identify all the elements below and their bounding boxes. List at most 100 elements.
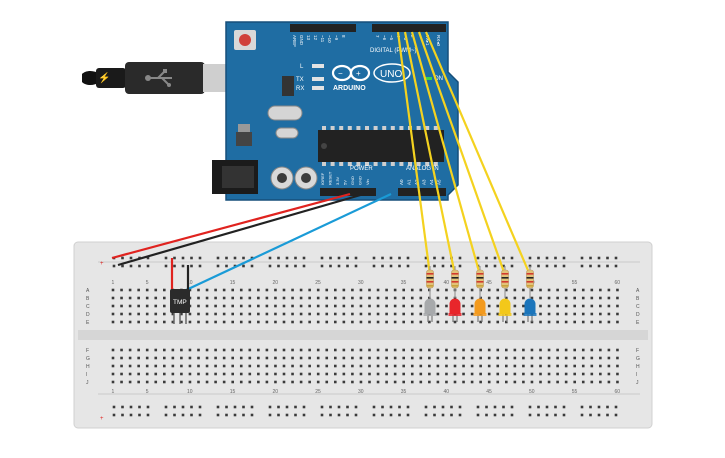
breadboard-hole [564,364,568,368]
breadboard-hole [325,356,329,360]
rail-hole [146,256,150,260]
breadboard-hole [128,364,132,368]
breadboard-hole [154,364,158,368]
rail-hole [146,264,150,268]
resistor[interactable] [426,266,434,298]
breadboard-hole [530,288,534,292]
breadboard-hole [556,364,559,368]
rail-hole [389,256,393,260]
analog-header[interactable] [398,188,446,196]
wire-d7-yellow[interactable] [396,31,432,276]
power-pin-label: GND [350,176,355,185]
wire-d6-yellow[interactable] [403,31,457,276]
breadboard-hole [282,288,286,292]
breadboard-hole [128,372,132,376]
digital-pin-label: 8 [341,35,346,38]
breadboard-hole [291,364,294,368]
digital-header[interactable] [290,24,446,32]
wire-d5-yellow[interactable] [410,31,482,276]
breadboard-hole [573,296,576,300]
power-jack-inner [222,166,254,188]
breadboard-hole [547,296,551,300]
breadboard-hole [385,312,388,316]
wire-d3-yellow[interactable] [424,31,532,276]
breadboard-hole [137,348,140,352]
tmp-sensor[interactable]: TMP [170,289,190,324]
breadboard-hole [530,348,534,352]
breadboard-hole [316,320,320,324]
breadboard-hole [487,348,491,352]
wire-gnd-black[interactable] [117,192,365,267]
rail-hole [225,256,228,260]
rail-hole [398,264,401,268]
breadboard-hole [470,348,474,352]
breadboard-hole [359,356,363,360]
rail-hole [424,413,428,417]
breadboard-hole [231,296,234,300]
breadboard-hole [556,288,559,292]
reset-button[interactable] [234,30,256,50]
led-yellow[interactable] [498,298,512,323]
led-red[interactable] [448,298,462,323]
row-letter: C [86,304,90,310]
breadboard-hole [513,304,517,308]
breadboard-hole [128,380,132,384]
breadboard-hole [393,296,397,300]
wire-a0-blue[interactable] [183,193,392,292]
rail-hole [337,256,341,260]
chip-pin [322,126,326,130]
on-label: ON [434,76,443,82]
chip-pin [399,126,404,130]
rail-hole [173,405,176,409]
breadboard-hole [334,288,337,292]
row-letter: B [636,296,640,302]
digital-pin-label: GND [299,35,304,46]
resistor[interactable] [476,266,484,298]
rail-hole [268,405,272,409]
breadboard-hole [171,348,175,352]
breadboard-hole [376,356,380,360]
breadboard-hole [145,312,149,316]
breadboard-hole [205,348,209,352]
breadboard-hole [316,372,320,376]
led-white[interactable] [423,298,437,323]
breadboard-hole [257,348,260,352]
rail-hole [268,413,272,417]
resistor[interactable] [526,266,534,298]
resistor[interactable] [501,266,509,298]
breadboard-hole [616,304,619,308]
chip-pin [373,162,378,166]
breadboard-hole [445,372,448,376]
breadboard-hole [385,288,388,292]
breadboard-hole [616,348,619,352]
breadboard-hole [248,372,252,376]
breadboard-hole [274,296,277,300]
breadboard-hole [436,296,440,300]
led-blue[interactable] [523,298,537,323]
rail-hole [528,405,532,409]
breadboard-hole [359,372,363,376]
wire-5v-red[interactable] [111,192,351,260]
resistor[interactable] [451,266,459,298]
breadboard-hole [197,380,200,384]
breadboard-hole [257,304,260,308]
chip-pin [356,126,361,130]
rail-hole [389,264,393,268]
analog-pin-label: A1 [407,179,412,185]
breadboard-hole [462,288,465,292]
breadboard-hole [299,364,303,368]
power-header[interactable] [320,188,376,196]
column-number: 5 [146,280,149,286]
breadboard-hole [556,380,559,384]
rail-hole [545,413,549,417]
power-pin-label: Vin [365,179,370,185]
breadboard-hole [453,320,457,324]
breadboard-hole [522,304,525,308]
wire-d4-yellow[interactable] [417,31,507,276]
rail-hole [606,256,609,260]
led-orange[interactable] [473,298,487,323]
breadboard-hole [599,356,602,360]
